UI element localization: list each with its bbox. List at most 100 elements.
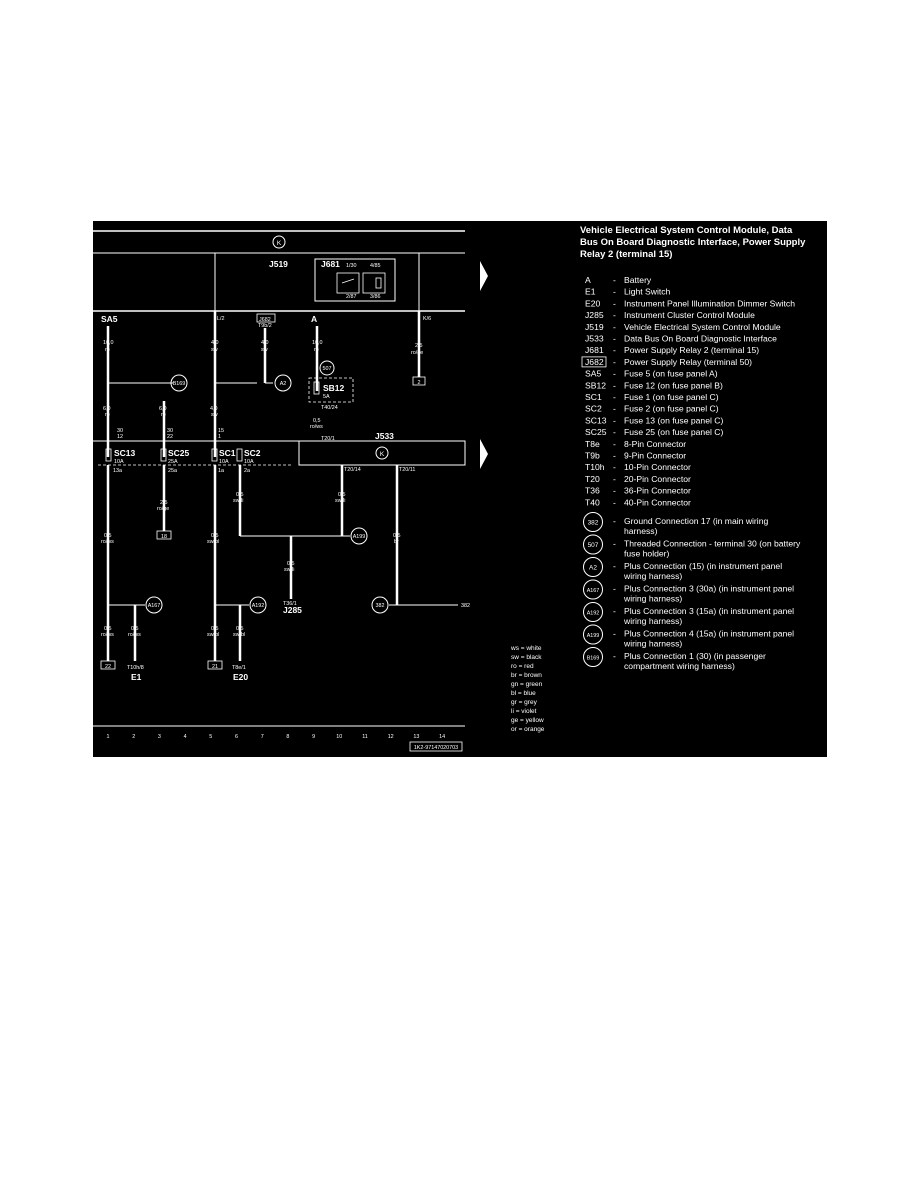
grid-number: 11 (362, 734, 368, 740)
arrow-right-icon (480, 439, 488, 469)
legend-code: SC1 (585, 392, 602, 402)
box-2-label: 2 (418, 380, 421, 386)
svg-text:K: K (277, 240, 282, 247)
connection-circle (583, 647, 603, 667)
legend-code: T9b (585, 451, 600, 461)
label-j682: J682 (259, 317, 271, 323)
grid-number: 9 (312, 734, 315, 740)
color-key-item: sw = black (511, 654, 542, 661)
connection-circle (583, 579, 603, 600)
color-key-item: br = brown (511, 672, 542, 679)
svg-text:K: K (380, 451, 385, 458)
svg-text:0,5: 0,5 (236, 492, 244, 498)
arrow-right-icon (480, 261, 488, 291)
svg-text:br: br (394, 539, 399, 545)
connection-circle (583, 624, 603, 645)
label-j285: J285 (283, 605, 302, 615)
ref-box (409, 741, 463, 752)
legend-desc: 36-Pin Connector (624, 486, 691, 496)
legend-code: J519 (585, 322, 604, 332)
legend-desc: Instrument Cluster Control Module (624, 310, 755, 320)
svg-text:-: - (613, 629, 616, 639)
box-21-label: 21 (212, 664, 218, 670)
svg-text:ro/ge: ro/ge (411, 350, 423, 356)
svg-text:SC13: SC13 (114, 448, 136, 458)
label-1a: 1a (218, 468, 224, 474)
svg-text:30: 30 (117, 428, 123, 434)
connection-code: A167 (587, 588, 600, 594)
legend-desc: Light Switch (624, 287, 671, 297)
legend-item: SC1-Fuse 1 (on fuse panel C) (585, 392, 719, 402)
color-key-item: or = orange (511, 726, 545, 733)
legend-item: T8e-8-Pin Connector (585, 439, 686, 449)
box-22-label: 22 (105, 664, 111, 670)
svg-text:sw/li: sw/li (335, 498, 345, 504)
svg-text:10A: 10A (114, 459, 124, 465)
connection-desc: compartment wiring harness) (624, 661, 735, 671)
connection-desc: wiring harness) (623, 616, 682, 626)
label-t20-11: T20/11 (399, 467, 415, 473)
connection-desc: wiring harness) (623, 571, 682, 581)
grid-number: 4 (184, 734, 187, 740)
legend-desc: Data Bus On Board Diagnostic Interface (624, 334, 777, 344)
legend-code: E20 (585, 298, 601, 308)
legend-item: J682-Power Supply Relay (terminal 50) (581, 356, 752, 368)
svg-text:-: - (613, 322, 616, 332)
svg-text:-: - (613, 415, 616, 425)
svg-text:ro/ws: ro/ws (101, 632, 114, 638)
svg-text:0,5: 0,5 (211, 533, 219, 539)
svg-text:25A: 25A (168, 459, 178, 465)
grid-number: 13 (413, 734, 419, 740)
svg-text:-: - (613, 404, 616, 414)
connector-box-18 (156, 530, 172, 540)
connector-box-21 (207, 660, 223, 670)
svg-text:SB12: SB12 (323, 383, 345, 393)
svg-text:15: 15 (218, 428, 224, 434)
svg-text:ro/ws: ro/ws (310, 424, 323, 430)
grid-number: 6 (235, 734, 238, 740)
grid-number: 1 (107, 734, 110, 740)
connection-item: A199-Plus Connection 4 (15a) (in instrum… (583, 624, 794, 649)
label-a-term: A (311, 314, 317, 324)
legend-desc: Fuse 2 (on fuse panel C) (624, 404, 719, 414)
svg-text:6,0: 6,0 (159, 406, 167, 412)
svg-text:3/86: 3/86 (370, 294, 381, 300)
grid-number: 3 (158, 734, 161, 740)
svg-text:-: - (613, 380, 616, 390)
svg-text:10A: 10A (244, 459, 254, 465)
svg-text:ro/ws: ro/ws (128, 632, 141, 638)
svg-text:-: - (613, 462, 616, 472)
svg-text:5A: 5A (323, 394, 330, 400)
label-k6: K/6 (423, 316, 431, 322)
svg-text:-: - (613, 651, 616, 661)
legend-code: SC13 (585, 415, 607, 425)
color-key-item: bl = blue (511, 690, 536, 697)
label-j519: J519 (269, 259, 288, 269)
legend-code: SC25 (585, 427, 607, 437)
svg-text:-: - (613, 439, 616, 449)
grid-number: 5 (209, 734, 212, 740)
label-sa5: SA5 (101, 314, 118, 324)
legend-desc: 9-Pin Connector (624, 451, 686, 461)
legend-code: T10h (585, 462, 605, 472)
node-a192: A192 (249, 596, 267, 614)
legend-code: J681 (585, 345, 604, 355)
svg-text:sw/li: sw/li (284, 567, 294, 573)
label-t36-1: T36/1 (283, 601, 297, 607)
svg-text:0,5: 0,5 (131, 626, 139, 632)
color-key-item: gr = grey (511, 699, 538, 706)
svg-text:J681: J681 (321, 259, 340, 269)
svg-text:A167: A167 (148, 603, 161, 609)
legend-item: E1-Light Switch (585, 287, 671, 297)
legend-code: E1 (585, 287, 596, 297)
svg-text:2,5: 2,5 (160, 500, 168, 506)
legend-desc: Fuse 5 (on fuse panel A) (624, 369, 718, 379)
svg-text:0,5: 0,5 (287, 561, 295, 567)
svg-text:-: - (613, 369, 616, 379)
svg-text:Bus On Board Diagnostic Interf: Bus On Board Diagnostic Interface, Power… (580, 237, 806, 248)
connection-code: A2 (589, 565, 597, 572)
svg-text:10,0: 10,0 (103, 340, 114, 346)
connection-desc: wiring harness) (623, 594, 682, 604)
